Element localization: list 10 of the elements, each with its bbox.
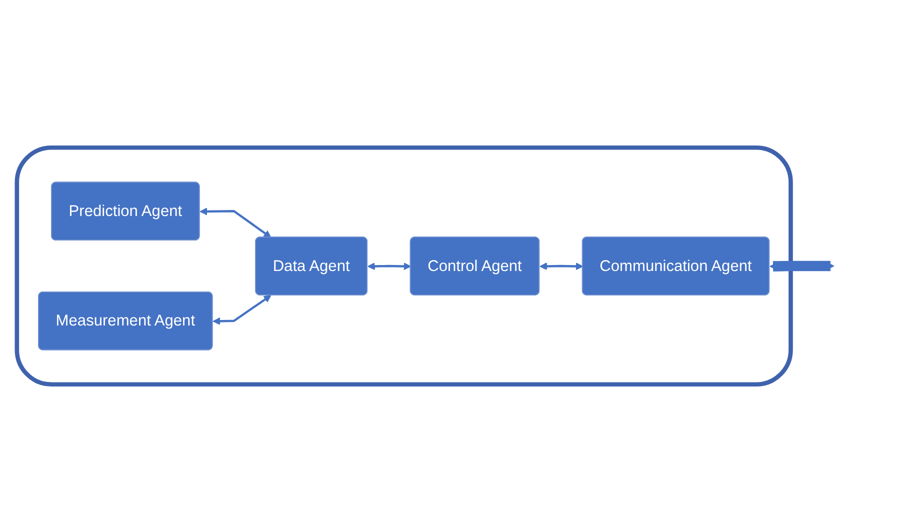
agent-box: Control Agent [410,236,540,295]
arrow [368,262,412,270]
agent-box: Measurement Agent [38,291,213,350]
arrow [540,262,584,270]
arrow [770,260,834,272]
arrow [200,207,272,238]
agent-box: Communication Agent [582,236,770,295]
agent-box: Prediction Agent [51,181,200,240]
arrow [212,294,272,324]
agent-box: Data Agent [255,236,368,295]
